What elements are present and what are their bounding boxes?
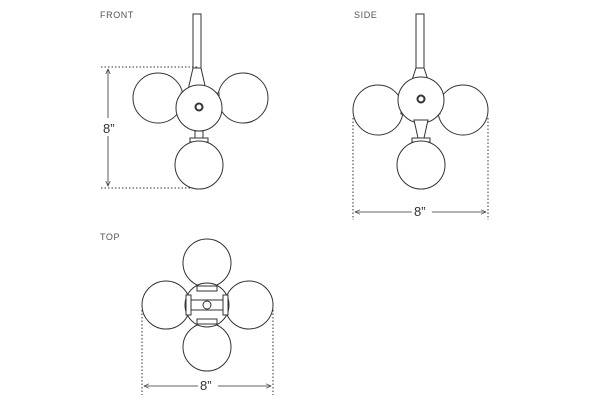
side-dimension: 8” [352,118,489,220]
top-dimension: 8” [141,310,274,395]
side-down-stem [413,119,429,139]
side-hub-dot [416,94,426,104]
top-globe-right [224,280,274,330]
front-view: FRONT 8” [100,10,269,190]
top-globe-left [141,280,191,330]
top-dimension-label: 8” [200,378,212,393]
top-hub-dot [202,300,212,310]
top-globe-up [182,238,232,288]
side-fixture [352,13,489,190]
top-collar-left [185,294,192,316]
front-globe-left [132,72,184,124]
side-dimension-gap [412,203,432,219]
front-fixture [132,13,269,190]
top-collar-up [196,285,218,292]
side-view-label: SIDE [354,10,377,20]
front-dimension: 8” [101,66,197,189]
side-globe-right [437,84,489,136]
top-view-label: TOP [100,232,120,242]
front-globe-right [217,72,269,124]
top-collar-down [196,318,218,325]
side-globe-left [352,84,404,136]
side-view: SIDE 8” [352,10,489,220]
front-globe-bottom [174,140,224,190]
side-dimension-label: 8” [414,204,426,219]
top-dimension-gap [198,377,218,393]
top-collar-right [222,294,229,316]
front-dimension-gap [101,118,117,136]
side-globe-bottom [396,140,446,190]
front-stem [192,13,202,71]
front-view-label: FRONT [100,10,134,20]
top-view: TOP 8” [100,232,274,395]
front-hub-dot [194,102,204,112]
front-down-stem [194,130,204,139]
top-globe-down [182,322,232,372]
front-dimension-label: 8” [103,121,115,136]
top-fixture [141,238,274,372]
side-stem [415,13,425,71]
